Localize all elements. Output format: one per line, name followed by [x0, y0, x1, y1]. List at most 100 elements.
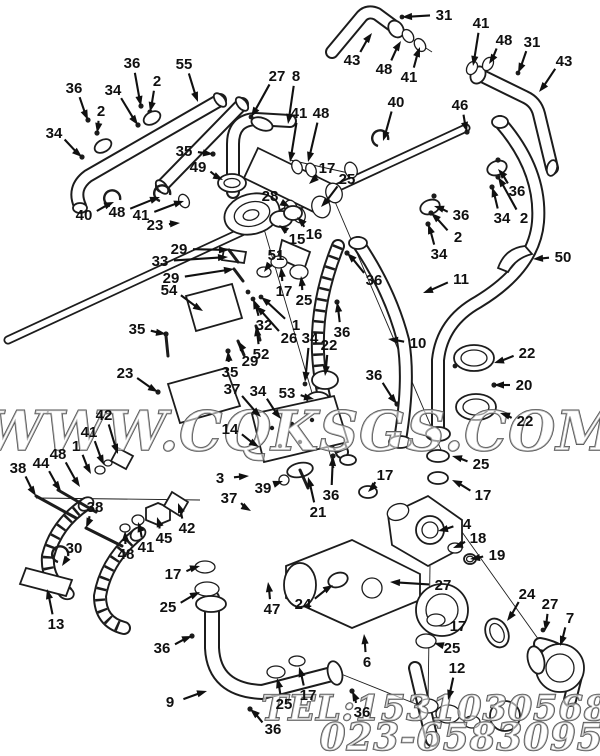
callout-22: 22 — [494, 345, 535, 364]
clamp-bracket-right — [452, 344, 497, 421]
callout-number: 43 — [556, 53, 573, 70]
callout-leader-line — [304, 347, 310, 376]
callout-35: 35 — [222, 351, 238, 381]
callout-leader-line — [308, 122, 319, 156]
callout-number: 16 — [306, 226, 323, 243]
callout-arrowhead — [288, 151, 296, 162]
callout-41: 41 — [81, 424, 104, 465]
callout-31: 31 — [402, 7, 452, 24]
callout-number: 36 — [354, 704, 371, 721]
callout-41: 41 — [471, 15, 489, 66]
callout-arrowhead — [382, 130, 390, 141]
callout-number: 23 — [147, 217, 164, 234]
callout-30: 30 — [62, 540, 82, 566]
callout-leader-line — [260, 310, 280, 332]
callout-4: 4 — [438, 516, 472, 533]
callout-number: 35 — [176, 143, 193, 160]
callout-arrowhead — [250, 709, 260, 719]
callout-number: 29 — [171, 241, 188, 258]
callout-arrowhead — [286, 113, 294, 124]
callout-leader-line — [47, 595, 54, 615]
callout-number: 2 — [153, 73, 161, 90]
callout-25: 25 — [452, 455, 489, 473]
callout-arrowhead — [189, 565, 200, 573]
callout-number: 25 — [339, 171, 356, 188]
callout-number: 19 — [489, 547, 506, 564]
callout-arrowhead — [103, 202, 114, 210]
callout-48: 48 — [118, 531, 134, 563]
callout-37: 37 — [221, 490, 251, 511]
callout-20: 20 — [494, 377, 532, 394]
callout-arrowhead — [303, 393, 314, 401]
callout-number: 36 — [366, 367, 383, 384]
callout-leader-line — [473, 32, 480, 60]
callout-7: 7 — [559, 610, 574, 646]
callout-number: 8 — [292, 68, 300, 85]
callout-leader-line — [184, 268, 228, 278]
callout-arrowhead — [149, 196, 160, 204]
callout-38: 38 — [86, 499, 103, 528]
callout-arrowhead — [491, 187, 499, 198]
callout-number: 24 — [519, 586, 536, 603]
callout-39: 39 — [255, 480, 283, 497]
callout-arrowhead — [452, 455, 463, 463]
callout-27: 27 — [251, 68, 285, 117]
callout-arrowhead — [27, 485, 36, 496]
callout-arrowhead — [489, 53, 498, 64]
callout-number: 36 — [124, 55, 141, 72]
callout-leader-line — [192, 248, 223, 251]
callout-number: 26 — [281, 330, 298, 347]
callout-leader-line — [93, 440, 103, 459]
callout-leader-line — [351, 257, 365, 274]
callout-22: 22 — [321, 337, 337, 376]
callout-number: 33 — [152, 253, 169, 270]
callout-36: 36 — [124, 55, 143, 106]
callout-number: 42 — [96, 407, 113, 424]
callout-leader-line — [120, 97, 135, 120]
callout-number: 46 — [452, 97, 469, 114]
tube-43-left-assembly — [332, 12, 427, 53]
callout-31: 31 — [518, 34, 540, 73]
watermark-site-text: WWW.CQKSGS.COM — [0, 399, 600, 463]
callout-number: 43 — [344, 52, 361, 69]
callout-arrowhead — [264, 261, 273, 272]
callout-arrowhead — [494, 381, 504, 389]
callout-arrowhead — [498, 169, 508, 179]
callout-48: 48 — [489, 32, 512, 64]
callout-23: 23 — [147, 217, 180, 234]
callout-number: 41 — [401, 69, 418, 86]
callout-number: 37 — [224, 381, 241, 398]
callout-leader-line — [290, 122, 298, 156]
callout-arrowhead — [321, 197, 331, 207]
callout-arrowhead — [155, 328, 166, 336]
callout-number: 48 — [496, 32, 513, 49]
turbo-47-assembly — [189, 539, 469, 712]
callout-2: 2 — [498, 177, 528, 227]
callout-arrowhead — [322, 585, 333, 594]
callout-number: 55 — [176, 56, 193, 73]
callout-arrowhead — [543, 620, 551, 631]
callout-number: 23 — [117, 365, 134, 382]
callout-55: 55 — [176, 56, 198, 102]
callout-25: 25 — [434, 640, 460, 657]
callout-1: 1 — [72, 438, 91, 474]
callout-arrowhead — [225, 351, 233, 362]
callout-leader-line — [107, 424, 117, 448]
callout-number: 36 — [154, 640, 171, 657]
callout-leader-line — [384, 111, 393, 135]
callout-arrowhead — [196, 690, 207, 698]
callout-arrowhead — [559, 635, 567, 646]
callout-arrowhead — [498, 177, 507, 188]
callout-24: 24 — [507, 586, 536, 621]
callout-arrowhead — [423, 286, 434, 293]
callout-arrowhead — [95, 122, 103, 133]
callout-arrowhead — [111, 443, 119, 454]
bracket-50-shape — [496, 245, 534, 274]
callout-number: 1 — [72, 438, 80, 455]
callout-43: 43 — [344, 33, 372, 69]
callout-number: 48 — [50, 446, 67, 463]
callout-25: 25 — [321, 171, 355, 207]
left-bottom-hoses — [18, 446, 190, 628]
callout-leader-line — [381, 382, 394, 400]
